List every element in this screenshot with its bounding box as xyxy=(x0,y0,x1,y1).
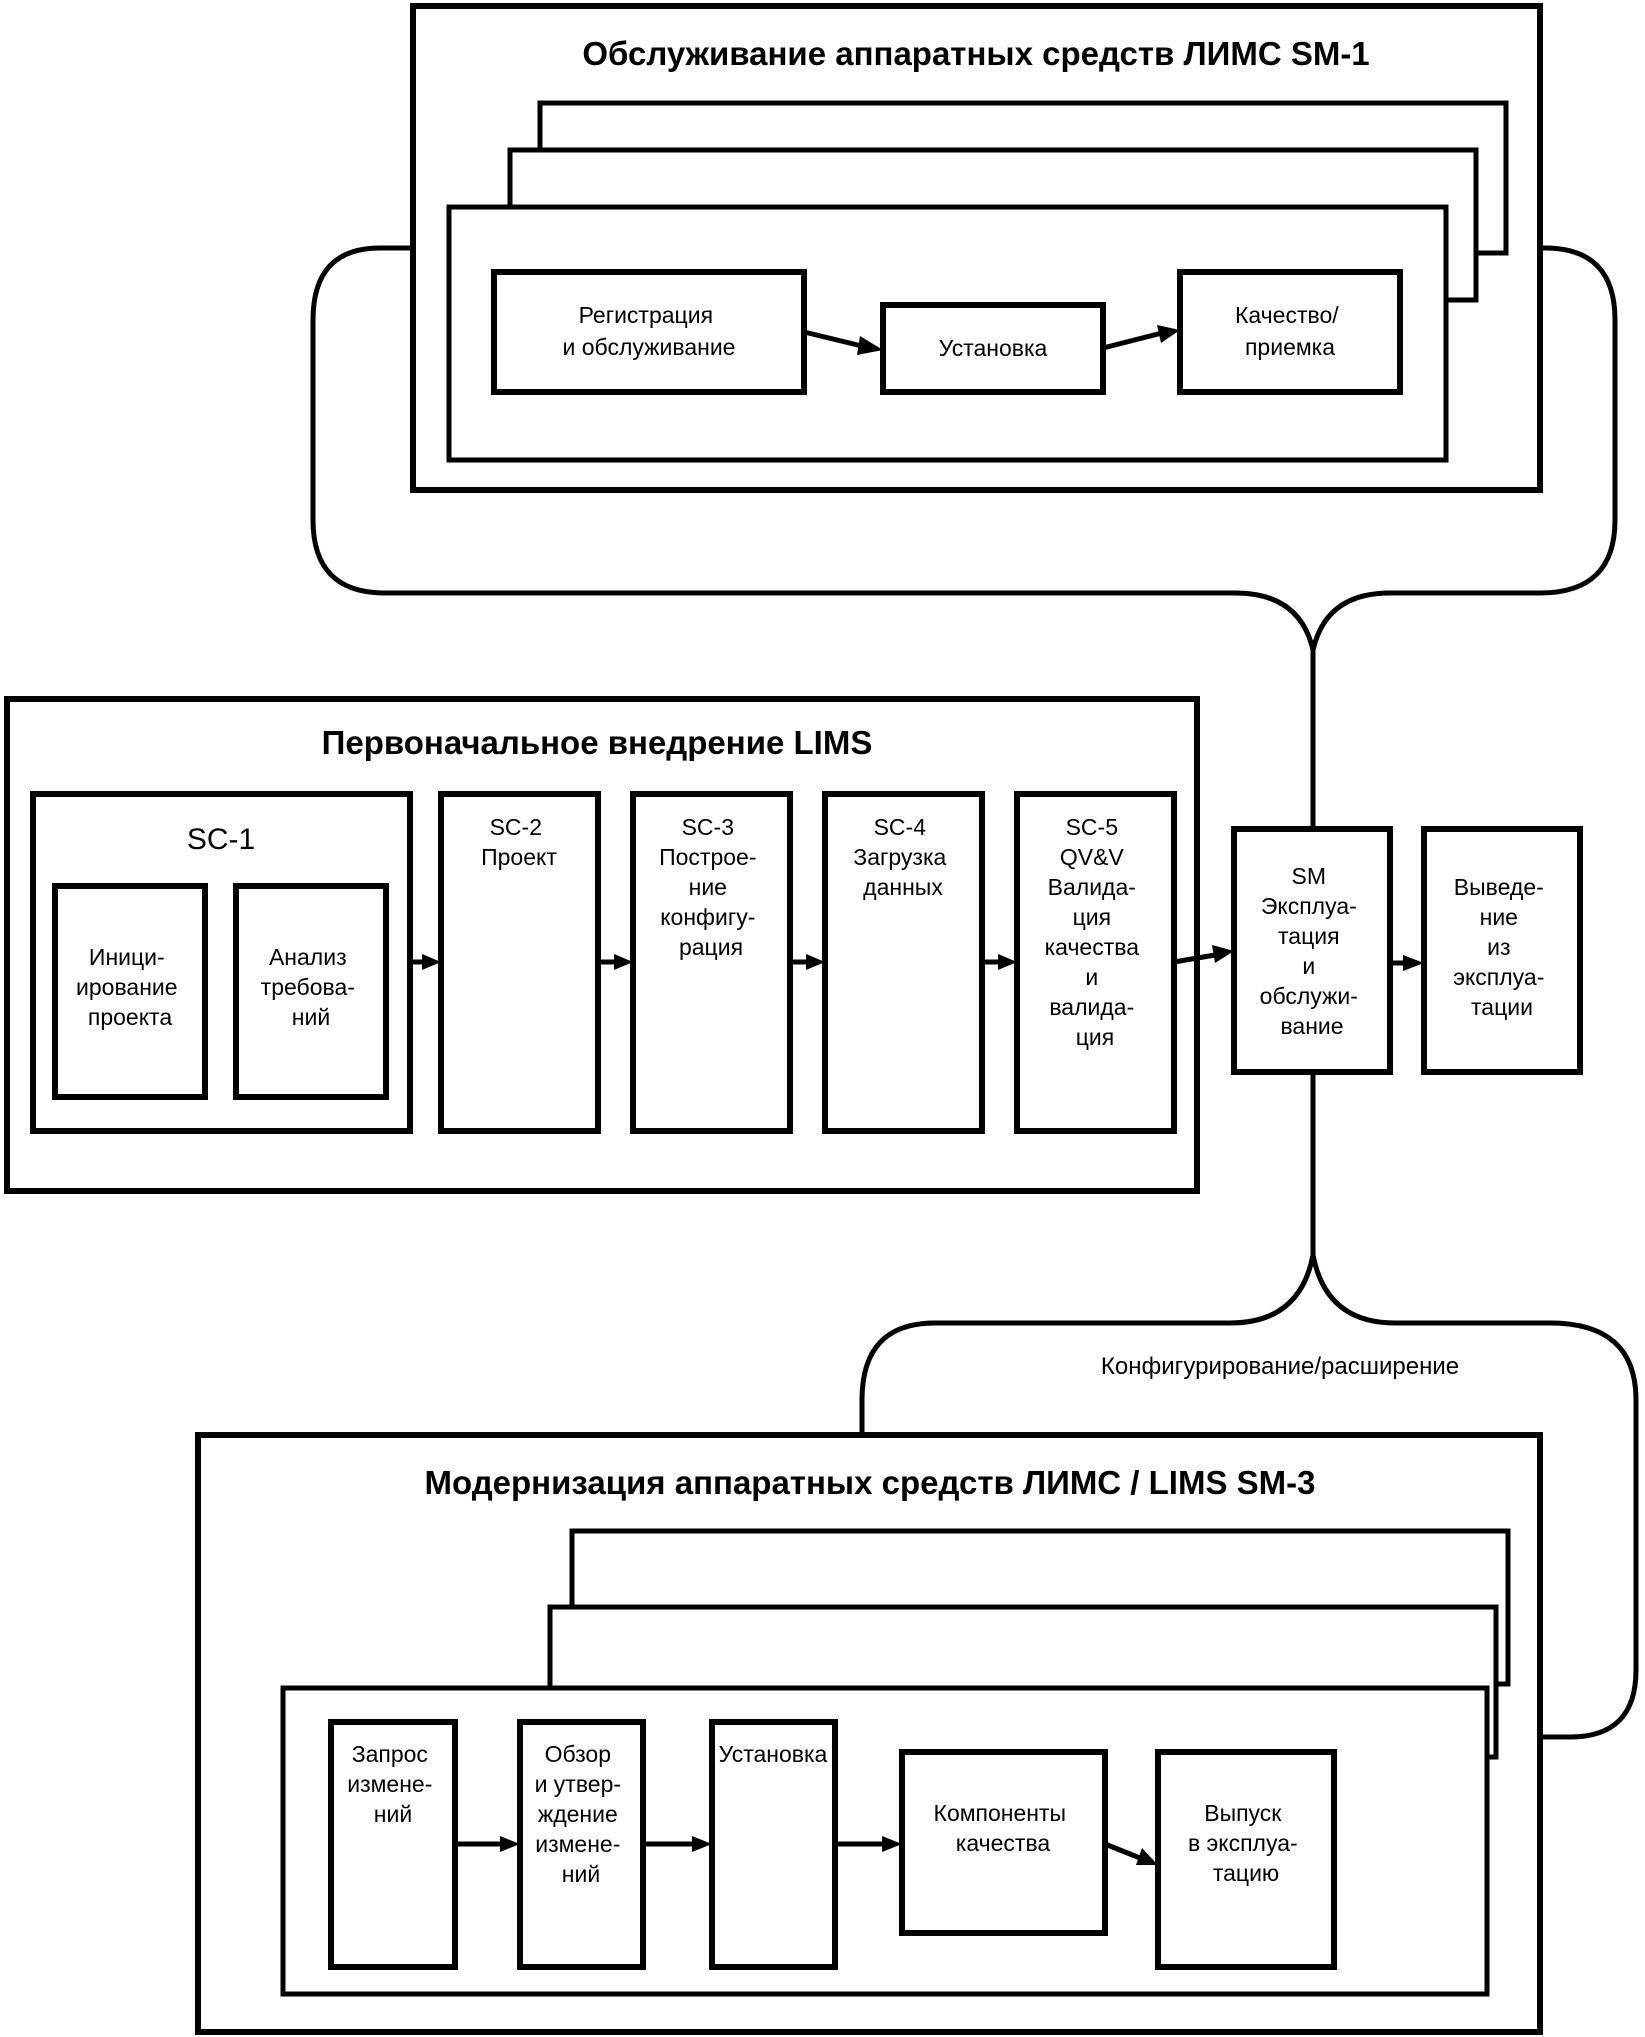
arrow-icon xyxy=(835,1836,902,1852)
sc1-label: SC-1 xyxy=(187,823,255,856)
sc4-stage xyxy=(822,791,985,1134)
sm3-step-change-request-label: Запрос измене- ний xyxy=(347,1741,439,1827)
operation-stage xyxy=(1231,826,1393,1075)
arrow-icon xyxy=(790,954,825,970)
arrow-icon xyxy=(643,1836,712,1852)
sm3-step-change-request xyxy=(328,1719,458,1970)
arrow-icon xyxy=(803,329,883,355)
arrow-icon xyxy=(455,1836,520,1852)
configuration-extension-label: Конфигурирование/расширение xyxy=(1101,1353,1459,1380)
sc3-stage-label: SC-3 Построе- ние конфигу- рация xyxy=(659,814,763,960)
arrow-icon xyxy=(1104,1841,1158,1865)
initial-title: Первоначальное внедрение LIMS xyxy=(322,724,873,761)
sm1-step-installation xyxy=(880,302,1106,395)
arrow-icon xyxy=(1173,945,1234,965)
sm3-step-quality-components xyxy=(899,1749,1108,1936)
sm3-step-review-approval-label: Обзор и утвер- ждение измене- ний xyxy=(535,1741,628,1887)
sc2-stage-label: SC-2 Проект xyxy=(481,814,557,870)
sc5-stage xyxy=(1014,791,1177,1134)
sc4-stage-label: SC-4 Загрузка данных xyxy=(853,814,952,900)
arrow-icon xyxy=(1102,325,1180,351)
retirement-stage xyxy=(1421,826,1583,1075)
sm1-step-quality xyxy=(1177,269,1403,395)
sc1-substep-initiation-label: Иници- ирование проекта xyxy=(76,944,184,1030)
sm1-title: Обслуживание аппаратных средств ЛИМС SM-… xyxy=(582,35,1369,72)
sm1-block: Обслуживание аппаратных средств ЛИМС SM-… xyxy=(410,3,1543,493)
sc1-substep-requirements xyxy=(233,883,389,1100)
sc5-stage-label: SC-5 QV&V Валида- ция качества и валида-… xyxy=(1045,814,1146,1050)
arrow-icon xyxy=(410,954,441,970)
sc1-substep-requirements-label: Анализ требова- ний xyxy=(261,944,362,1030)
sm3-step-release xyxy=(1155,1749,1337,1970)
sm1-step-installation-label: Установка xyxy=(939,335,1048,361)
sc3-stage xyxy=(630,791,793,1134)
initial-implementation-block: Первоначальное внедрение LIMS SC-1 Иници… xyxy=(4,696,1200,1194)
sm3-step-installation xyxy=(709,1719,838,1970)
arrow-icon xyxy=(982,954,1017,970)
sm3-title: Модернизация аппаратных средств ЛИМС / L… xyxy=(425,1464,1316,1501)
retirement-stage-label: Выведе- ние из эксплуа- тации xyxy=(1453,874,1551,1020)
sm1-step-registration-label: Регистрация и обслуживание xyxy=(563,302,736,360)
sm3-bracket xyxy=(859,1254,1639,1740)
sm3-step-release-label: Выпуск в эксплуа- тацию xyxy=(1188,1800,1304,1886)
sm3-step-installation-label: Установка xyxy=(719,1741,828,1767)
arrow-icon xyxy=(1390,955,1424,971)
arrow-icon xyxy=(598,954,633,970)
sm1-step-quality-label: Качество/ приемка xyxy=(1235,302,1345,360)
sm3-block: Модернизация аппаратных средств ЛИМС / L… xyxy=(195,1432,1543,2035)
sm1-step-registration xyxy=(491,269,807,395)
operation-stage-label: SM Эксплуа- тация и обслужи- вание xyxy=(1260,863,1365,1039)
sm3-step-quality-components-label: Компоненты качества xyxy=(934,1800,1073,1856)
sc1-substep-initiation xyxy=(52,883,208,1100)
